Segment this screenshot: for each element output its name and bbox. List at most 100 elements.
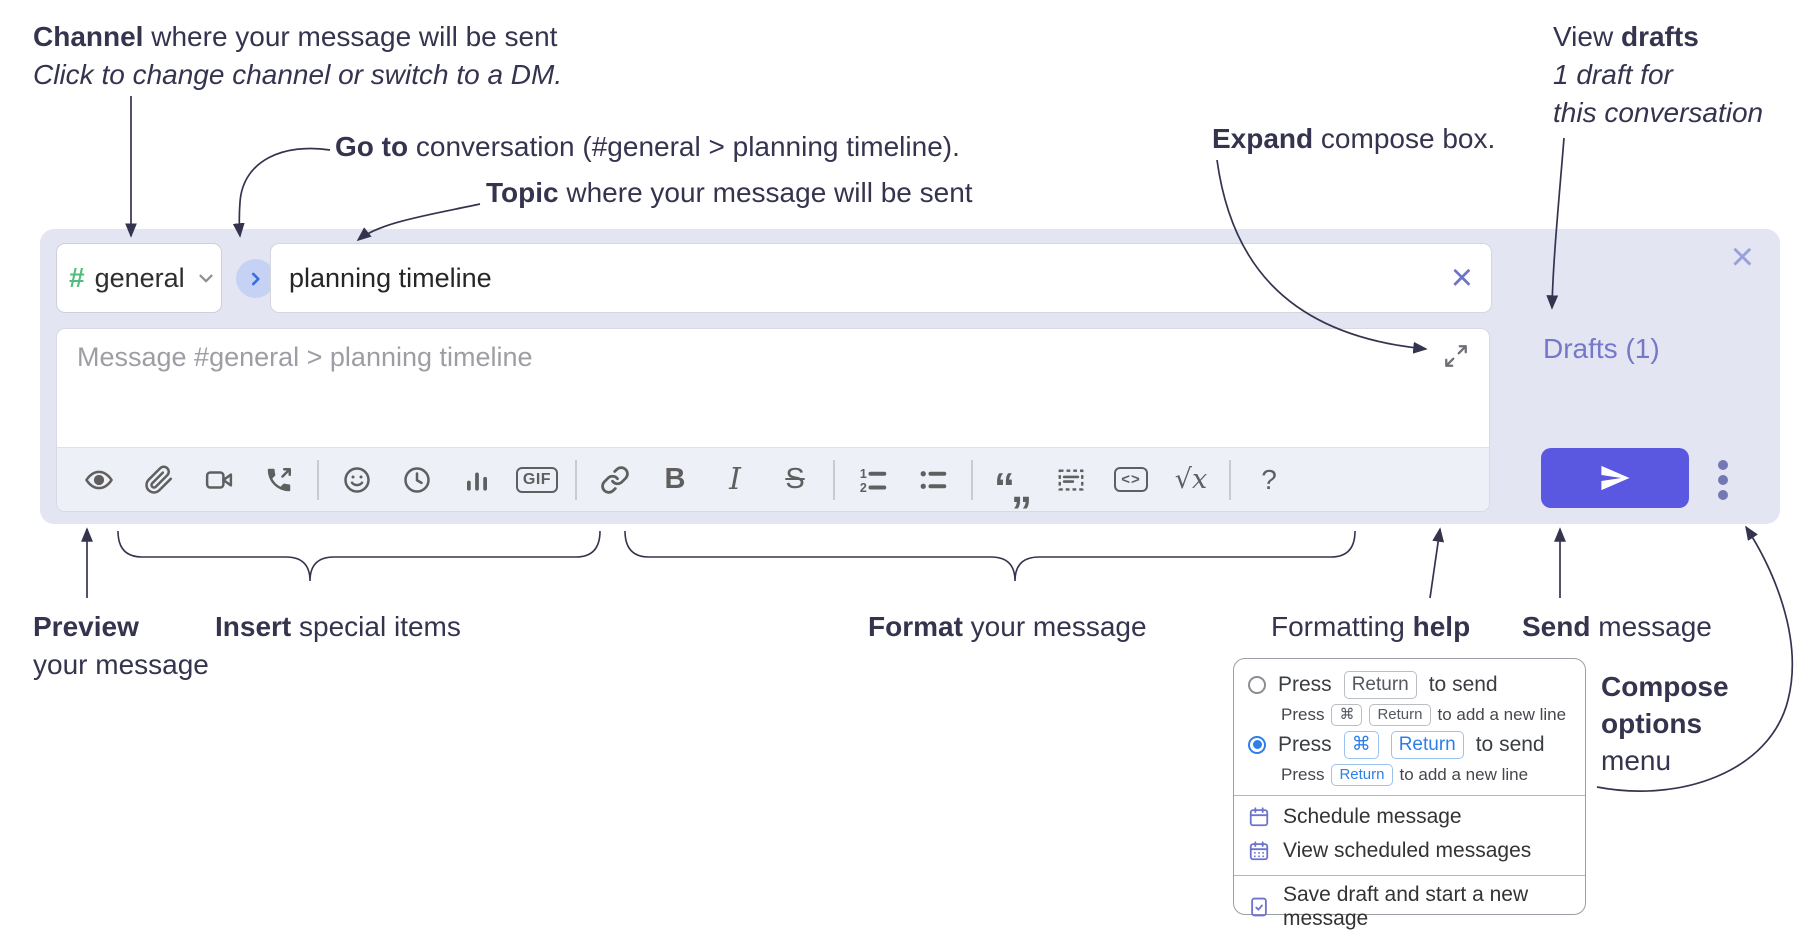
toolbar-divider <box>575 459 577 500</box>
italic-icon: I <box>729 462 741 497</box>
clock-icon <box>404 466 430 493</box>
video-call-button[interactable] <box>189 457 249 503</box>
annotation-topic-rest: where your message will be sent <box>558 177 973 208</box>
annotation-insert-rest: special items <box>291 611 461 642</box>
video-camera-icon <box>205 470 233 489</box>
annotation-preview-bold: Preview <box>33 611 139 642</box>
document-check-icon <box>1251 897 1267 917</box>
annotation-send-bold: Send <box>1522 611 1591 642</box>
view-scheduled-label: View scheduled messages <box>1283 839 1532 862</box>
annotation-send: Send message <box>1522 608 1712 646</box>
gif-button[interactable]: GIF <box>507 457 567 503</box>
go-to-conversation-button[interactable] <box>236 259 275 298</box>
return-key-badge: Return <box>1331 764 1393 787</box>
save-draft-label: Save draft and start a new message <box>1283 883 1529 930</box>
annotation-format-bold: Format <box>868 611 963 642</box>
calendar-grid-icon <box>1249 841 1269 861</box>
paperclip-icon <box>145 465 173 494</box>
phone-outgoing-icon <box>267 467 291 491</box>
quote-icon: “„ <box>994 463 1032 511</box>
menu-item-save-draft[interactable]: Save draft and start a new message <box>1248 883 1585 931</box>
annotation-channel: Channel where your message will be sent … <box>33 18 562 94</box>
bulleted-list-button[interactable] <box>903 457 963 503</box>
menu-item-schedule-message[interactable]: Schedule message <box>1248 805 1462 829</box>
annotation-goto-rest: conversation (#general > planning timeli… <box>408 131 960 162</box>
italic-button[interactable]: I <box>705 457 765 503</box>
voice-call-button[interactable] <box>249 457 309 503</box>
chevron-right-icon <box>251 272 260 285</box>
poll-button[interactable] <box>447 457 507 503</box>
annotation-help-pre: Formatting <box>1271 611 1413 642</box>
emoji-button[interactable] <box>327 457 387 503</box>
annotation-send-rest: message <box>1590 611 1712 642</box>
strikethrough-button[interactable]: S <box>765 457 825 503</box>
bold-button[interactable]: B <box>645 457 705 503</box>
dot <box>1718 460 1728 470</box>
annotation-view-drafts: View drafts 1 draft for this conversatio… <box>1553 18 1763 132</box>
clear-topic-icon[interactable]: × <box>1450 257 1473 299</box>
annotation-drafts-bold: drafts <box>1620 21 1699 52</box>
annotation-format: Format your message <box>868 608 1147 646</box>
annotation-expand-bold: Expand <box>1212 123 1314 154</box>
toolbar-divider <box>317 459 319 500</box>
gif-icon: GIF <box>515 466 559 493</box>
radio-selected-icon[interactable] <box>1248 735 1266 754</box>
menu-item-view-scheduled[interactable]: View scheduled messages <box>1248 839 1531 863</box>
toolbar-divider <box>833 459 835 500</box>
quote-button[interactable]: “„ <box>981 457 1041 511</box>
message-box[interactable]: Message #general > planning timeline <box>56 328 1490 512</box>
return-key-badge: Return <box>1343 671 1417 699</box>
option2-press: Press <box>1278 732 1332 756</box>
return-key-badge: Return <box>1390 731 1464 759</box>
formatting-help-button[interactable]: ? <box>1239 457 1299 503</box>
compose-options-menu-button[interactable] <box>1718 460 1728 500</box>
annotation-topic-bold: Topic <box>486 177 559 208</box>
toolbar-divider <box>1229 459 1231 500</box>
topic-value: planning timeline <box>289 262 492 293</box>
brace-insert <box>117 530 601 582</box>
drafts-link[interactable]: Drafts (1) <box>1543 333 1660 364</box>
close-compose-icon[interactable]: × <box>1730 235 1754 279</box>
channel-selector[interactable]: # general <box>56 243 222 313</box>
annotation-topic: Topic where your message will be sent <box>486 174 973 212</box>
smiley-icon <box>344 466 370 493</box>
bar-chart-icon <box>467 472 487 491</box>
svg-text:2: 2 <box>860 480 867 494</box>
option1-press: Press <box>1278 672 1332 696</box>
annotation-drafts-pre: View <box>1553 21 1621 52</box>
radio-unselected-icon[interactable] <box>1248 675 1266 694</box>
annotation-channel-rest: where your message will be sent <box>143 21 558 52</box>
spoiler-button[interactable] <box>1041 457 1101 503</box>
annotation-expand: Expand compose box. <box>1212 120 1495 158</box>
strikethrough-icon: S <box>785 463 805 495</box>
annotation-goto-bold: Go to <box>335 131 409 162</box>
expand-compose-icon[interactable] <box>1443 343 1469 374</box>
calendar-icon <box>1249 807 1269 827</box>
dot <box>1718 490 1728 500</box>
code-button[interactable]: <> <box>1101 457 1161 503</box>
channel-hash-icon: # <box>69 262 85 293</box>
eye-icon <box>85 470 113 489</box>
attach-file-button[interactable] <box>129 457 189 503</box>
annotation-preview: Preview your message <box>33 608 209 684</box>
annotation-goto: Go to conversation (#general > planning … <box>335 128 960 166</box>
preview-button[interactable] <box>69 457 129 503</box>
link-button[interactable] <box>585 457 645 503</box>
svg-text:1: 1 <box>860 467 867 481</box>
question-mark-icon: ? <box>1261 463 1277 495</box>
math-button[interactable]: √x <box>1161 457 1221 503</box>
annotation-options-bold2: options <box>1601 708 1703 739</box>
numbered-list-icon: 12 <box>860 467 887 494</box>
annotation-expand-rest: compose box. <box>1313 123 1496 154</box>
dot <box>1718 475 1728 485</box>
time-button[interactable] <box>387 457 447 503</box>
send-button[interactable] <box>1541 448 1689 508</box>
annotation-drafts-sub1: 1 draft for <box>1553 59 1673 90</box>
topic-input[interactable]: planning timeline × <box>270 243 1492 313</box>
